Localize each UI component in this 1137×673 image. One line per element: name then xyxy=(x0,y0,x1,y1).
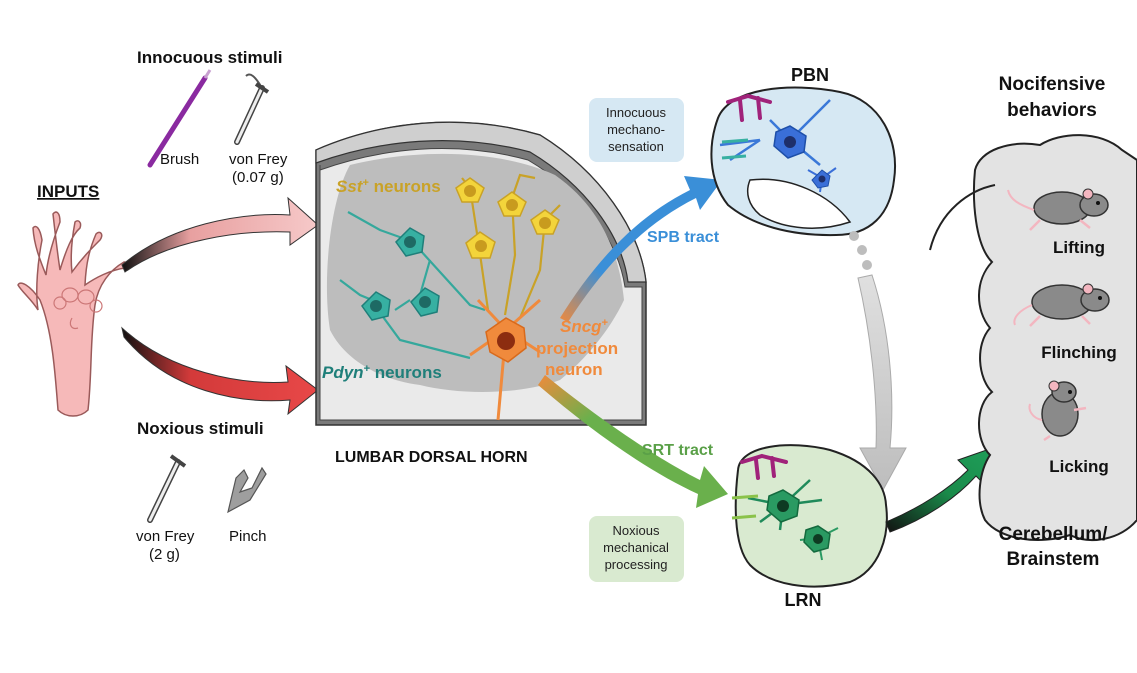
pdyn-gene-name: Pdyn xyxy=(322,363,364,382)
behavior-licking-label: Licking xyxy=(1049,457,1109,476)
von-frey-light-label-2: (0.07 g) xyxy=(232,169,284,186)
von-frey-heavy-label-2: (2 g) xyxy=(149,546,180,563)
srt-tract-arrow xyxy=(538,375,728,508)
lrn-box-line1: Noxious xyxy=(613,523,660,538)
region-label-line1: Cerebellum/ xyxy=(999,524,1108,545)
brush-icon xyxy=(147,69,212,168)
pbn-box-line1: Innocuous xyxy=(606,105,666,120)
sst-gene-name: Sst xyxy=(336,177,364,196)
noxious-input-arrow xyxy=(121,326,319,416)
lrn-region xyxy=(731,444,888,588)
lrn-title: LRN xyxy=(785,590,822,610)
behavior-flinching-label: Flinching xyxy=(1041,343,1117,362)
inputs-title: INPUTS xyxy=(37,182,99,201)
lrn-info-box xyxy=(589,516,684,582)
sncg-projection-neuron xyxy=(469,298,541,421)
hind-paw xyxy=(17,211,129,417)
von-frey-light-icon xyxy=(234,73,270,145)
behavior-lifting-label: Lifting xyxy=(1053,238,1105,257)
sst-label-rest: neurons xyxy=(369,177,441,196)
dorsal-horn-section xyxy=(315,121,647,426)
outputs-title-line2: behaviors xyxy=(1007,100,1097,121)
pdyn-superscript: + xyxy=(364,363,370,375)
brush-label: Brush xyxy=(160,151,199,168)
mouse-lifting-icon xyxy=(1007,188,1109,231)
sncg-label-line2: projection xyxy=(536,339,618,358)
sst-neurons-label: Sst+ neurons xyxy=(336,177,441,196)
spb-tract-label: SPB tract xyxy=(647,229,720,246)
sncg-label-line3: neuron xyxy=(545,360,603,379)
noxious-stimuli-title: Noxious stimuli xyxy=(137,419,264,438)
outputs-title-line1: Nocifensive xyxy=(999,74,1106,95)
pbn-title: PBN xyxy=(791,65,829,85)
dorsal-horn-caption: LUMBAR DORSAL HORN xyxy=(335,449,528,466)
pbn-to-lrn-arrow xyxy=(857,274,907,492)
mouse-flinching-icon xyxy=(1013,283,1110,327)
spb-tract-arrow xyxy=(560,176,722,322)
pdyn-neuron-bodies xyxy=(361,227,440,321)
von-frey-light-label-1: von Frey xyxy=(229,151,288,168)
pdyn-label-rest: neurons xyxy=(370,363,442,382)
sncg-gene-name: Sncg xyxy=(560,317,602,336)
pinch-icon xyxy=(227,466,267,514)
pbn-box-line3: sensation xyxy=(608,139,664,154)
pbn-info-box xyxy=(589,98,684,162)
sst-superscript: + xyxy=(362,177,368,189)
pbn-to-lrn-dots xyxy=(849,231,872,270)
von-frey-heavy-label-1: von Frey xyxy=(136,528,195,545)
innocuous-input-arrow xyxy=(121,196,319,273)
cerebellum-brainstem-region xyxy=(929,134,1137,541)
lrn-box-line3: processing xyxy=(605,557,668,572)
innocuous-stimuli-title: Innocuous stimuli xyxy=(137,48,282,67)
von-frey-heavy-icon xyxy=(147,454,187,523)
srt-tract-label: SRT tract xyxy=(642,442,714,459)
sncg-superscript: + xyxy=(602,317,608,329)
lrn-box-line2: mechanical xyxy=(603,540,669,555)
pdyn-neurons-label: Pdyn+ neurons xyxy=(322,363,442,382)
pdyn-neurons xyxy=(339,211,486,360)
pbn-region xyxy=(710,86,896,237)
sst-neuron-bodies xyxy=(455,177,560,259)
sncg-label-line1: Sncg+ xyxy=(560,317,608,336)
pbn-box-line2: mechano- xyxy=(607,122,665,137)
pinch-label: Pinch xyxy=(229,528,267,545)
mouse-licking-icon xyxy=(1028,380,1087,442)
region-label-line2: Brainstem xyxy=(1007,549,1100,570)
